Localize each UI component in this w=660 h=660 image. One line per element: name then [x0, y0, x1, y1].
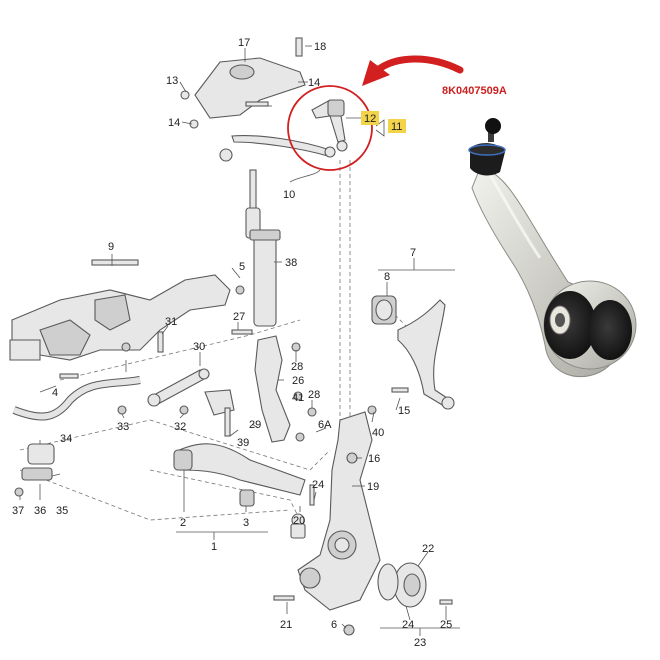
callout-10: 10 — [283, 189, 295, 201]
callout-18: 18 — [314, 41, 326, 53]
track-control-link — [147, 368, 210, 407]
callout-14b: 14 — [168, 117, 180, 129]
callout-1: 1 — [211, 541, 217, 553]
wheel-hub — [377, 562, 427, 608]
callout-19: 19 — [367, 481, 379, 493]
callout-26: 26 — [292, 375, 304, 387]
ball-joint — [290, 513, 306, 539]
callout-30: 30 — [193, 341, 205, 353]
callout-39: 39 — [237, 437, 249, 449]
bearing-bracket — [194, 37, 306, 119]
callout-29: 29 — [249, 419, 261, 431]
callout-24: 24 — [312, 479, 324, 491]
callout-41: 41 — [292, 392, 304, 404]
callout-box-12 — [361, 111, 379, 125]
leader-lines — [19, 45, 460, 636]
highlight-circle — [287, 85, 373, 171]
callout-23: 23 — [414, 637, 426, 649]
control-arm-photo — [468, 118, 637, 378]
callout-35: 35 — [56, 505, 68, 517]
callout-6: 6 — [331, 619, 337, 631]
callout-4: 4 — [52, 387, 58, 399]
callout-21: 21 — [280, 619, 292, 631]
callout-22: 22 — [422, 543, 434, 555]
callout-40: 40 — [372, 427, 384, 439]
callout-box-11 — [388, 119, 406, 133]
stabilizer-bushing — [21, 443, 55, 481]
callout-7: 7 — [410, 247, 416, 259]
callout-13: 13 — [166, 75, 178, 87]
callout-36: 36 — [34, 505, 46, 517]
callout-3: 3 — [243, 517, 249, 529]
highlight-arrow — [362, 55, 464, 86]
callout-16: 16 — [368, 453, 380, 465]
callout-2: 2 — [180, 517, 186, 529]
hardware — [14, 90, 453, 636]
callout-20: 20 — [293, 515, 305, 527]
callout-labels: 17 18 13 14 14 12 11 10 9 5 38 7 8 31 27… — [12, 37, 452, 649]
lower-control-arm — [173, 443, 306, 507]
callout-33: 33 — [117, 421, 129, 433]
callout-5: 5 — [239, 261, 245, 273]
stabilizer-bar — [12, 376, 141, 421]
callout-25: 25 — [440, 619, 452, 631]
front-guide-arm — [371, 295, 455, 410]
callout-8: 8 — [384, 271, 390, 283]
callout-9: 9 — [108, 241, 114, 253]
callout-34: 34 — [60, 433, 72, 445]
callout-6a: 6A — [318, 419, 332, 431]
subframe — [9, 274, 231, 361]
callout-24b: 24 — [402, 619, 414, 631]
upper-wishbone-front — [311, 99, 348, 152]
wheel-bearing-housing — [297, 411, 381, 611]
callout-38: 38 — [285, 257, 297, 269]
part-number-code: 8K0407509A — [442, 85, 507, 97]
guide-lines — [19, 160, 431, 521]
callout-27: 27 — [233, 311, 245, 323]
upper-wishbone-rear — [219, 135, 336, 162]
callout-11: 11 — [391, 121, 402, 133]
callout-17: 17 — [238, 37, 250, 49]
callout-12: 12 — [364, 113, 376, 125]
coupling-rod — [204, 389, 235, 437]
shock-absorber — [245, 169, 281, 327]
callout-28b: 28 — [308, 389, 320, 401]
callout-32: 32 — [174, 421, 186, 433]
callout-31: 31 — [165, 316, 177, 328]
callout-37: 37 — [12, 505, 24, 517]
shock-fork — [254, 335, 291, 443]
callout-28a: 28 — [291, 361, 303, 373]
callout-15: 15 — [398, 405, 410, 417]
callout-14a: 14 — [308, 77, 320, 89]
